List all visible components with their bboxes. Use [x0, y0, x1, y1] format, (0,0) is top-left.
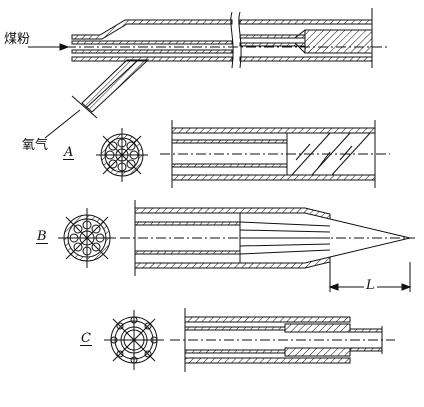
oxygen-label: 氧气: [22, 138, 49, 153]
top-burner-assembly: [28, 8, 390, 139]
coal-powder-label: 煤粉: [4, 32, 31, 47]
burner-type-a: [96, 120, 390, 188]
flame-length-label: L: [364, 278, 377, 293]
burner-type-c: [104, 308, 395, 372]
section-b-label: B: [36, 229, 48, 244]
section-a-label: A: [63, 145, 75, 160]
burner-type-b: [58, 200, 415, 292]
section-c-label: C: [80, 331, 92, 346]
